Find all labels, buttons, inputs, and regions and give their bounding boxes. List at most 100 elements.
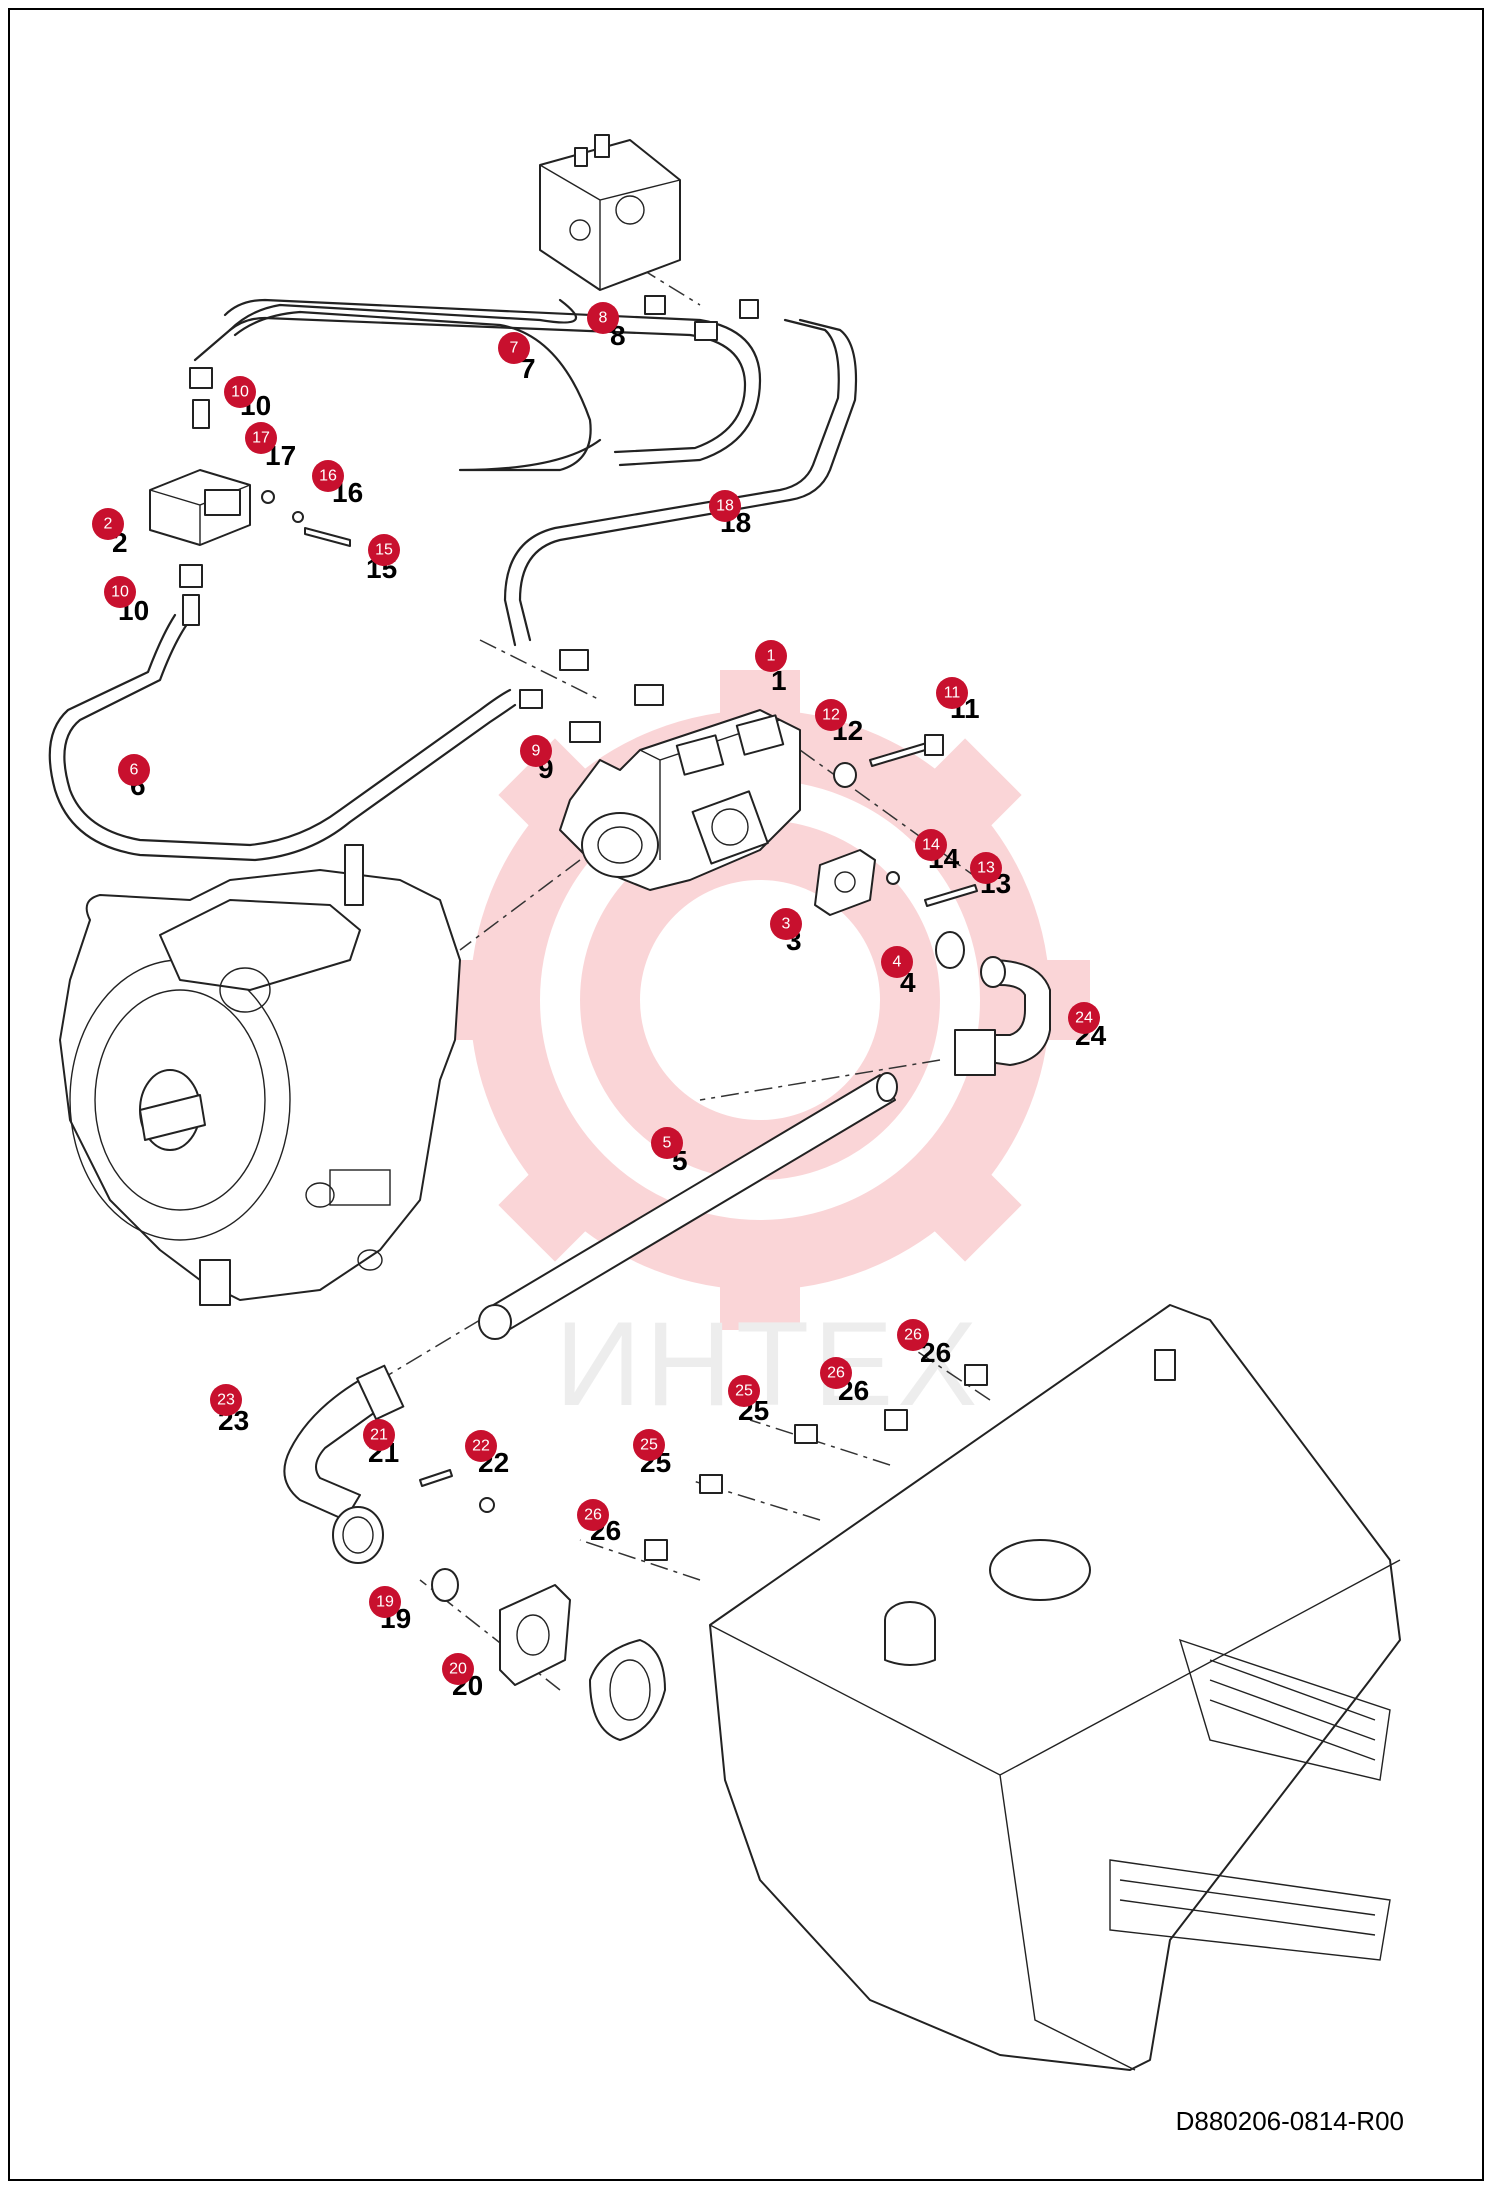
washer-22: [479, 1497, 495, 1513]
part-number-label: 7: [520, 353, 536, 384]
callout-label: 5: [663, 1135, 672, 1152]
callout-marker: [498, 332, 530, 364]
callout-label: 1: [767, 648, 776, 665]
callout-marker: [770, 908, 802, 940]
callout-marker: [245, 422, 277, 454]
callout-marker: [897, 1319, 929, 1351]
callout-marker: [577, 1499, 609, 1531]
drawing-code: D880206-0814-R00: [1175, 2106, 1404, 2136]
bolt-21: [419, 1469, 453, 1487]
callout-label: 25: [735, 1383, 753, 1400]
return-pipe-23: [283, 1364, 405, 1564]
callout-marker: [915, 829, 947, 861]
transmission-housing: [59, 844, 461, 1306]
callout-marker: [224, 376, 256, 408]
callout-marker: [92, 508, 124, 540]
callout-marker: [728, 1375, 760, 1407]
callout-label: 23: [217, 1392, 235, 1409]
callout-c4: 44: [881, 946, 916, 998]
watermark-text: ИНТЕХ: [555, 1297, 981, 1431]
manifold-block-2: [149, 469, 351, 547]
callout-marker: [520, 735, 552, 767]
suction-pipe-5: [478, 1072, 898, 1340]
callout-c1: 11: [755, 640, 787, 696]
callout-label: 24: [1075, 1010, 1093, 1027]
callout-label: 10: [231, 384, 249, 401]
callout-marker: [465, 1430, 497, 1462]
callout-marker: [970, 852, 1002, 884]
callout-label: 13: [977, 860, 995, 877]
callout-label: 8: [599, 310, 608, 327]
callout-label: 7: [510, 340, 519, 357]
callout-marker: [815, 699, 847, 731]
flange-3: [814, 849, 876, 916]
callout-label: 18: [716, 498, 734, 515]
o-ring-19: [431, 1568, 459, 1602]
hydraulic-tank: [709, 1304, 1401, 2071]
washer-12: [833, 762, 857, 788]
callout-label: 10: [111, 584, 129, 601]
callout-label: 17: [252, 430, 270, 447]
callout-c9: 99: [520, 735, 554, 784]
o-ring-4: [935, 931, 965, 969]
callout-marker: [369, 1586, 401, 1618]
callout-c6: 66: [118, 754, 150, 801]
bolt-13: [924, 884, 978, 907]
callout-marker: [363, 1419, 395, 1451]
callout-marker: [651, 1127, 683, 1159]
fittings: [179, 295, 759, 743]
callout-label: 20: [449, 1661, 467, 1678]
callout-label: 15: [375, 542, 393, 559]
callout-marker: [881, 946, 913, 978]
callout-label: 3: [782, 916, 791, 933]
callout-label: 19: [376, 1594, 394, 1611]
hydraulic-pump-1: [559, 709, 801, 891]
callout-marker: [587, 302, 619, 334]
hose-6: [63, 618, 512, 847]
callout-label: 2: [104, 516, 113, 533]
callout-marker: [312, 460, 344, 492]
callout-marker: [709, 490, 741, 522]
callout-label: 22: [472, 1438, 490, 1455]
callout-label: 6: [130, 762, 139, 779]
control-valve-block: [539, 134, 681, 291]
callout-marker: [368, 534, 400, 566]
callout-label: 11: [944, 685, 961, 702]
callout-marker: [1068, 1002, 1100, 1034]
callout-label: 26: [827, 1365, 845, 1382]
callout-c2: 22: [92, 508, 128, 558]
callout-c3: 33: [770, 908, 802, 956]
callout-label: 25: [640, 1437, 658, 1454]
callout-label: 12: [822, 707, 840, 724]
callout-label: 9: [532, 743, 541, 760]
drawing-frame: [8, 8, 1484, 2181]
seal-14: [886, 871, 900, 885]
callout-marker: [442, 1653, 474, 1685]
callout-label: 26: [904, 1327, 922, 1344]
callout-marker: [936, 677, 968, 709]
callout-label: 21: [370, 1427, 388, 1444]
callout-label: 4: [893, 954, 902, 971]
